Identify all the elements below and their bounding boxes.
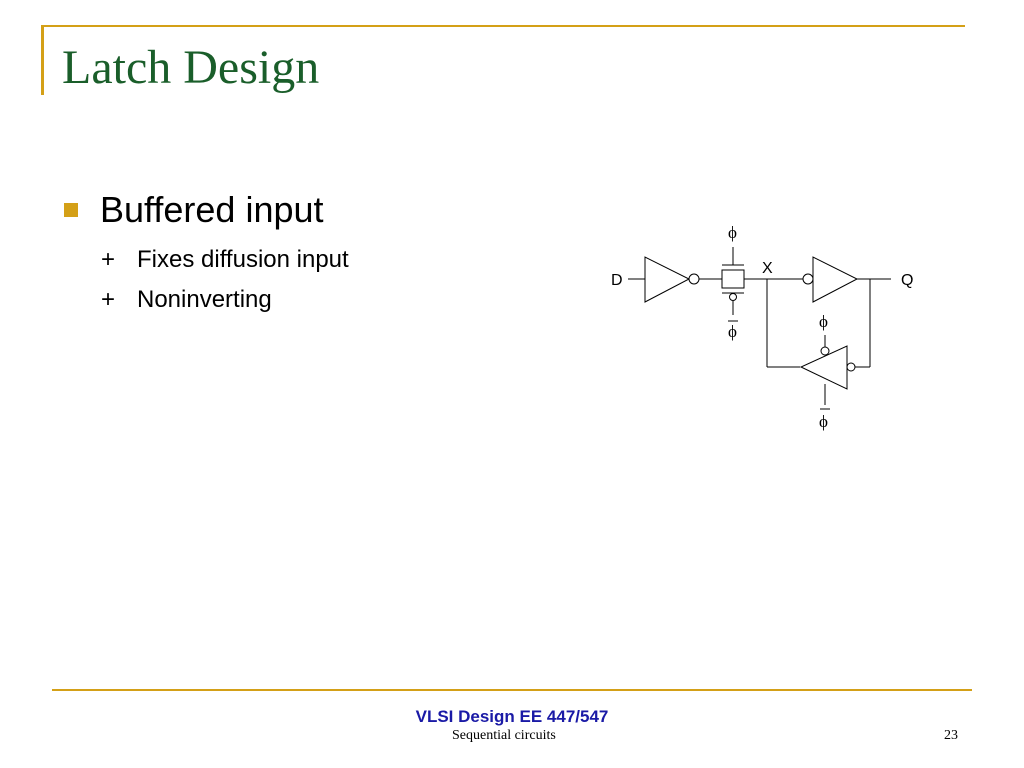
latch-circuit-diagram: D X Q ϕ ϕ ϕ ϕ xyxy=(611,223,913,431)
label-x: X xyxy=(762,260,773,277)
phi-bar-tg: ϕ xyxy=(728,322,737,341)
phi-feedback: ϕ xyxy=(819,312,828,331)
frame-top-rule xyxy=(41,25,965,27)
input-inverter-bubble xyxy=(688,273,700,285)
subbullet-text: Fixes diffusion input xyxy=(137,246,349,273)
footer-course: VLSI Design EE 447/547 xyxy=(415,707,609,726)
footer-rule xyxy=(52,689,972,691)
feedback-inverter-bubble xyxy=(846,362,856,372)
subbullet-text: Noninverting xyxy=(137,286,272,313)
page-number: 23 xyxy=(944,728,958,743)
phi-tg-top: ϕ xyxy=(728,223,737,242)
slide-title: Latch Design xyxy=(62,41,320,94)
footer-topic: Sequential circuits xyxy=(452,728,556,743)
feedback-enable-bubble xyxy=(820,346,830,356)
plus-marker: + xyxy=(101,286,116,313)
frame-vertical-rule xyxy=(41,25,44,95)
bullet-item: Buffered input xyxy=(64,190,324,230)
phi-bar-feedback: ϕ xyxy=(819,412,828,431)
label-q: Q xyxy=(901,272,913,289)
transmission-gate xyxy=(721,269,745,289)
input-inverter xyxy=(644,256,691,303)
square-bullet-icon xyxy=(64,202,78,217)
output-inverter-bubble xyxy=(802,273,814,285)
label-d: D xyxy=(611,272,623,289)
output-inverter xyxy=(812,256,859,303)
subbullet-item: + Noninverting xyxy=(101,286,272,315)
bullet-text: Buffered input xyxy=(100,189,324,230)
subbullet-item: + Fixes diffusion input xyxy=(101,246,349,275)
tg-bottom-bubble xyxy=(729,293,737,301)
plus-marker: + xyxy=(101,246,116,273)
